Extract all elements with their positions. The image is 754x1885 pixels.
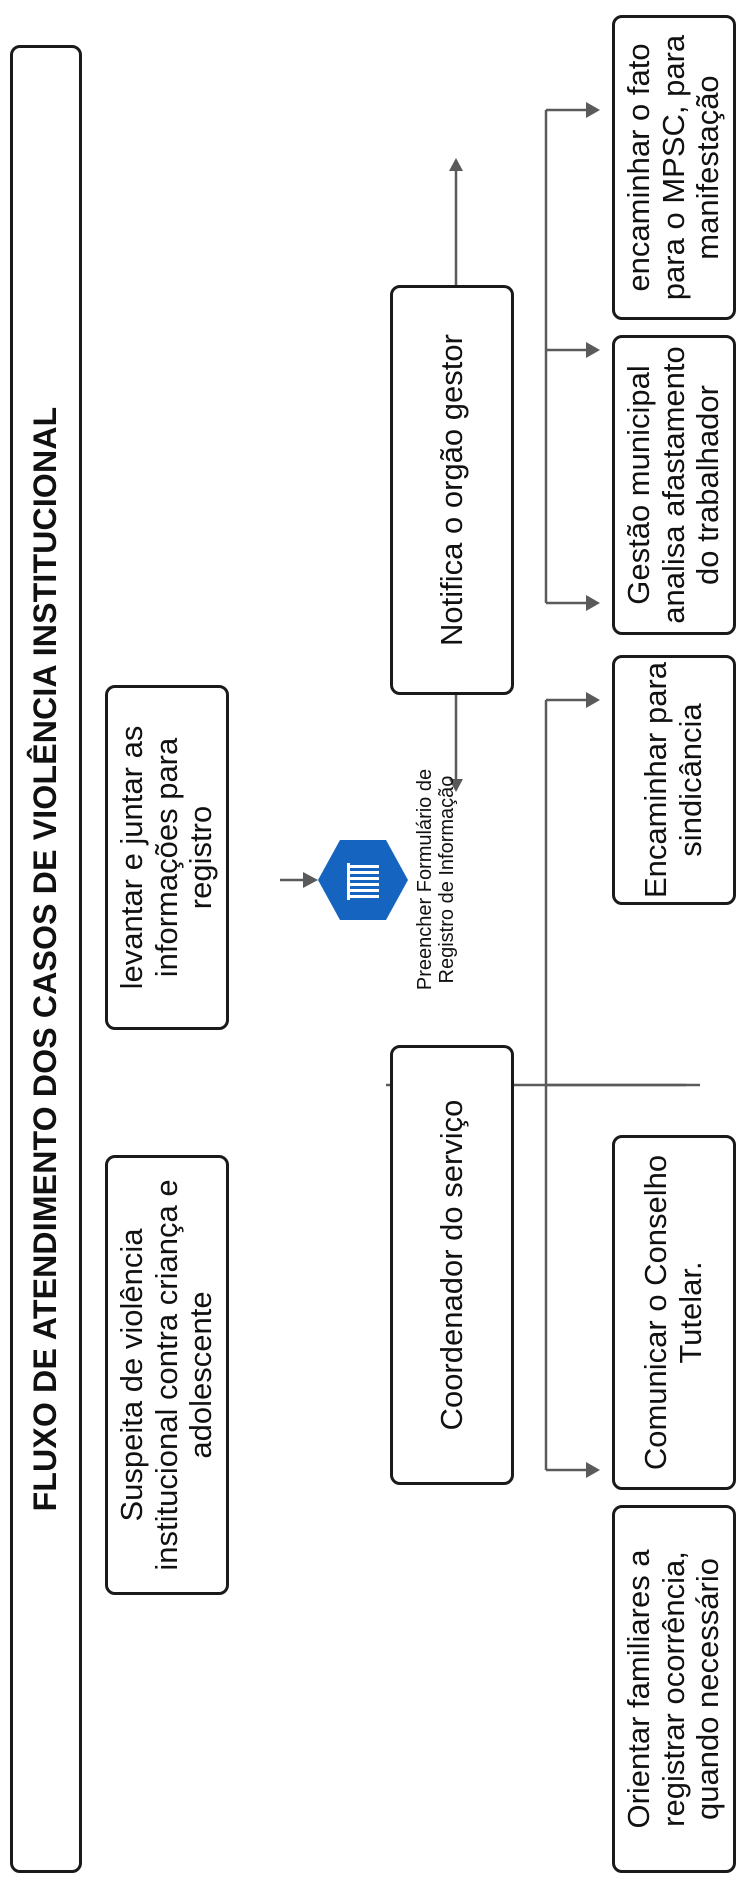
node-suspeita-label: Suspeita de violência institucional cont… — [113, 1179, 219, 1571]
node-notifica: Notifica o orgão gestor — [390, 285, 514, 695]
node-comunicar-label: Comunicar o Conselho Tutelar. — [638, 1154, 708, 1471]
arrowhead — [586, 1462, 600, 1478]
node-notifica-label: Notifica o orgão gestor — [433, 334, 469, 646]
node-comunicar: Comunicar o Conselho Tutelar. — [612, 1135, 736, 1490]
node-mpsc: encaminhar o fato para o MPSC, para mani… — [612, 15, 736, 320]
form-icon — [318, 840, 408, 920]
node-gestao-label: Gestão municipal analisa afastamento do … — [620, 346, 726, 624]
node-coordenador-label: Coordenador do serviço — [433, 1099, 469, 1431]
form-label-text: Preencher Formulário de Registro de Info… — [414, 768, 458, 991]
arrowhead — [586, 102, 600, 118]
page-title: FLUXO DE ATENDIMENTO DOS CASOS DE VIOLÊN… — [27, 406, 64, 1512]
form-label: Preencher Formulário de Registro de Info… — [412, 742, 460, 1017]
node-levantar-label: levantar e juntar as informações para re… — [113, 725, 219, 990]
arrowhead — [303, 872, 318, 888]
node-gestao: Gestão municipal analisa afastamento do … — [612, 335, 736, 635]
arrowhead — [449, 779, 463, 792]
arrowhead — [586, 342, 600, 358]
arrowhead — [586, 595, 600, 611]
node-suspeita: Suspeita de violência institucional cont… — [105, 1155, 229, 1595]
node-sindicancia: Encaminhar para sindicância — [612, 655, 736, 905]
node-orientar: Orientar familiares a registrar ocorrênc… — [612, 1505, 736, 1873]
title-box: FLUXO DE ATENDIMENTO DOS CASOS DE VIOLÊN… — [10, 45, 82, 1873]
node-orientar-label: Orientar familiares a registrar ocorrênc… — [620, 1549, 726, 1829]
node-sindicancia-label: Encaminhar para sindicância — [638, 661, 708, 899]
node-mpsc-label: encaminhar o fato para o MPSC, para mani… — [620, 34, 726, 301]
arrowhead — [449, 158, 463, 171]
node-levantar: levantar e juntar as informações para re… — [105, 685, 229, 1030]
node-coordenador: Coordenador do serviço — [390, 1045, 514, 1485]
arrowhead — [586, 692, 600, 708]
